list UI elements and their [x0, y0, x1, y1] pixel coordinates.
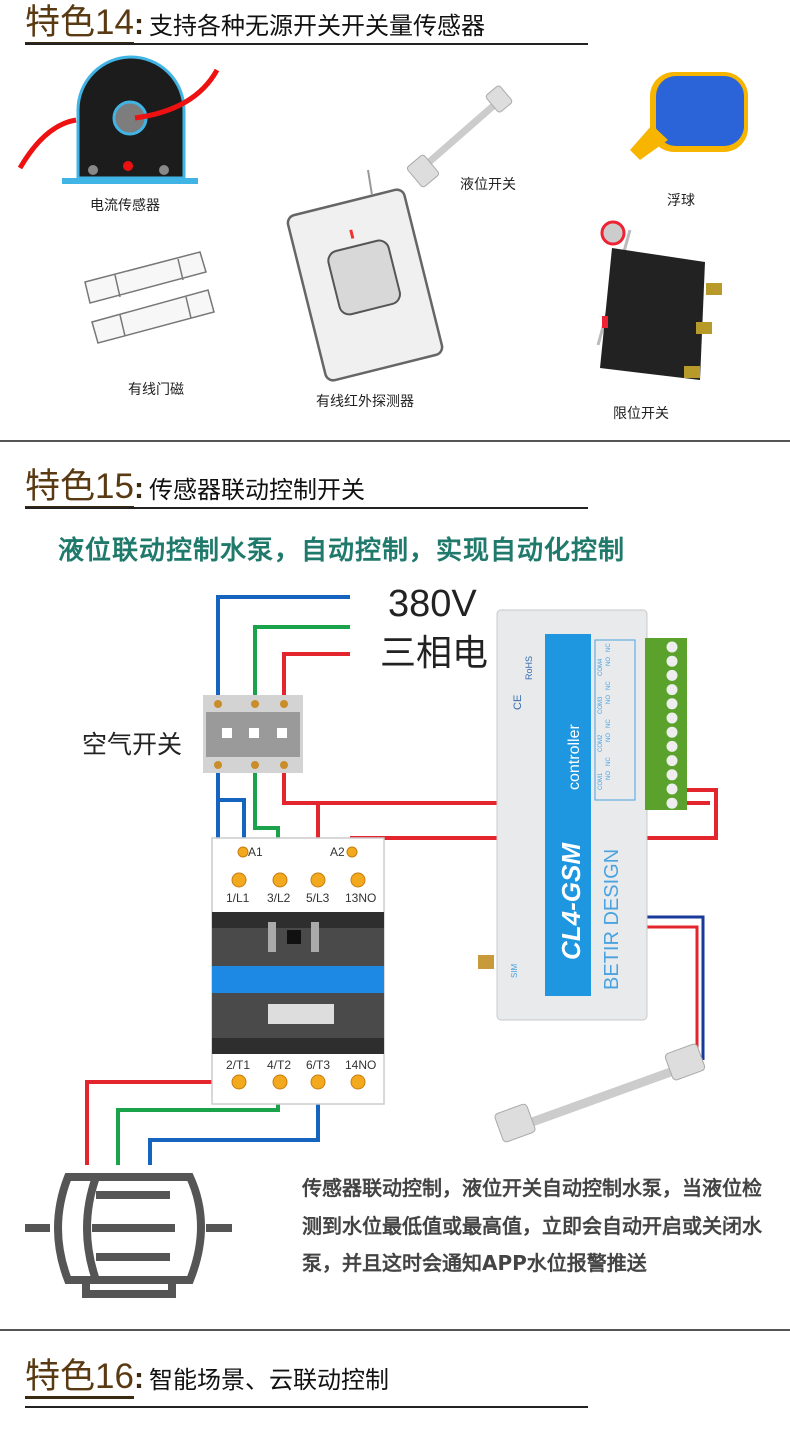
contactor-a2-label: A2: [330, 845, 345, 859]
terminal-screw: [666, 684, 678, 696]
terminal-screw: [666, 797, 678, 809]
section14-title: 支持各种无源开关开关量传感器: [149, 12, 486, 40]
controller-subtitle: controller: [566, 724, 583, 790]
motor-icon: [25, 1173, 232, 1298]
section16-heading: 特色16: 智能场景、云联动控制: [25, 1358, 389, 1404]
relay-nc-label: NC: [606, 757, 612, 766]
air-breaker-icon: [203, 695, 303, 773]
terminal-screws: [666, 641, 678, 809]
section15-underline: [25, 507, 588, 509]
phase-label: 三相电: [380, 633, 489, 674]
section-divider: [0, 440, 790, 442]
contactor-icon: [211, 837, 385, 1105]
section15-title: 传感器联动控制开关: [149, 476, 366, 504]
level-switch-bottom-icon: [494, 1043, 706, 1143]
relay-com-label: COM2: [598, 734, 604, 752]
terminal-label: 3/L2: [267, 891, 291, 905]
item-label: 电流传感器: [90, 198, 160, 214]
relay-nc-label: NC: [606, 681, 612, 690]
breaker-label: 空气开关: [82, 730, 183, 759]
section15-headline: 液位联动控制水泵，自动控制，实现自动化控制: [58, 536, 626, 566]
controller-brand: BETIR DESIGN: [601, 848, 623, 990]
item-label: 液位开关: [460, 177, 516, 193]
terminal-screw: [666, 769, 678, 781]
cert-ce: CE: [512, 694, 524, 710]
terminal-label: 14NO: [345, 1058, 377, 1072]
terminal-screw: [666, 755, 678, 767]
section14-colon: :: [133, 8, 144, 41]
cert-rohs: RoHS: [524, 655, 534, 680]
wire-phase-c: [282, 652, 350, 705]
relay-com-label: COM1: [598, 772, 604, 790]
relay-no-label: NO: [606, 657, 612, 666]
item-label: 有线红外探测器: [316, 394, 414, 410]
section16-title: 智能场景、云联动控制: [149, 1366, 390, 1394]
terminal-screw: [666, 655, 678, 667]
section15-description: 传感器联动控制，液位开关自动控制水泵，当液位检测到水位最低值或最高值，立即会自动…: [302, 1176, 762, 1275]
section15-heading: 特色15: 传感器联动控制开关: [25, 468, 365, 514]
relay-nc-label: NC: [606, 719, 612, 728]
section15-number: 特色15: [25, 468, 134, 509]
item-label: 有线门磁: [128, 382, 184, 398]
door-magnet-icon: [84, 251, 215, 344]
item-label: 浮球: [667, 193, 695, 209]
terminal-screw: [666, 783, 678, 795]
section16-underline: [25, 1406, 588, 1408]
terminal-label: 1/L1: [226, 891, 250, 905]
item-label: 限位开关: [613, 406, 669, 422]
level-switch-icon: [406, 85, 513, 188]
section14-underline: [25, 43, 588, 45]
terminal-screw: [666, 740, 678, 752]
voltage-label: 380V: [388, 583, 477, 625]
terminal-label: 13NO: [345, 891, 377, 905]
relay-no-label: NO: [606, 771, 612, 780]
relay-no-label: NO: [606, 695, 612, 704]
terminal-screw: [666, 669, 678, 681]
terminal-label: 4/T2: [267, 1058, 292, 1072]
contactor-a1-label: A1: [248, 845, 263, 859]
gsm-controller-icon: [478, 609, 687, 1021]
terminal-label: 2/T1: [226, 1058, 251, 1072]
terminal-screw: [666, 698, 678, 710]
wire-phase-a: [216, 595, 350, 705]
current-sensor-icon: [17, 55, 220, 184]
section16-colon: :: [133, 1362, 144, 1395]
terminal-screw: [666, 641, 678, 653]
section15-colon: :: [133, 472, 144, 505]
terminal-label: 5/L3: [306, 891, 330, 905]
terminal-label: 6/T3: [306, 1058, 331, 1072]
controller-model: CL4-GSM: [556, 843, 586, 960]
relay-no-label: NO: [606, 733, 612, 742]
pir-detector-icon: [286, 169, 444, 382]
terminal-screw: [666, 712, 678, 724]
sim-label: SIM: [510, 963, 519, 978]
wire-phase-b: [253, 625, 350, 705]
relay-nc-label: NC: [606, 643, 612, 652]
section14-heading: 特色14: 支持各种无源开关开关量传感器: [25, 4, 485, 50]
limit-switch-icon: [596, 220, 722, 380]
section16-number: 特色16: [25, 1358, 134, 1399]
float-ball-icon: [630, 72, 748, 160]
relay-com-label: COM4: [598, 658, 604, 676]
terminal-screw: [666, 726, 678, 738]
section-divider: [0, 1329, 790, 1331]
relay-com-label: COM3: [598, 696, 604, 714]
